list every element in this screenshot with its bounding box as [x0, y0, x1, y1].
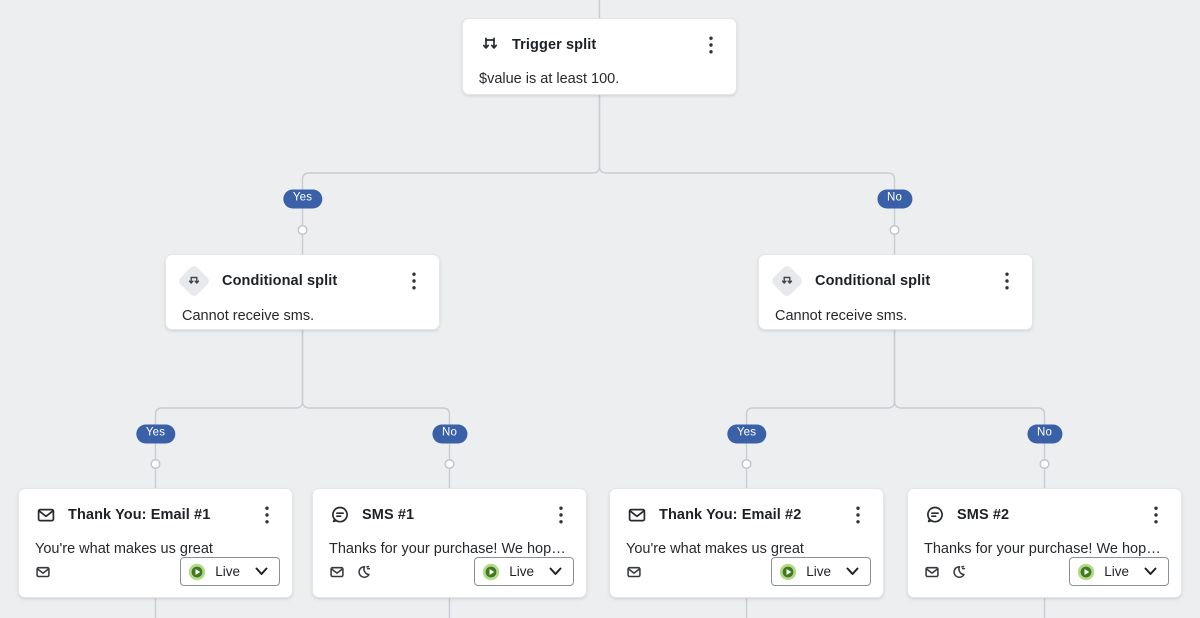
- sms-icon: [329, 505, 351, 525]
- card-preview: Thanks for your purchase! We hope that .…: [329, 541, 586, 557]
- card-description: Cannot receive sms.: [182, 308, 315, 324]
- card-preview: You're what makes us great: [626, 541, 804, 557]
- chevron-down-icon: [1144, 567, 1157, 575]
- chevron-down-icon: [846, 567, 859, 575]
- card-title: Thank You: Email #2: [659, 507, 802, 523]
- card-title: SMS #1: [362, 507, 415, 523]
- kebab-icon: [265, 506, 269, 524]
- node-menu-button[interactable]: [401, 268, 427, 294]
- connector-port[interactable]: [150, 458, 161, 470]
- chevron-down-icon: [255, 567, 268, 575]
- card-title: Trigger split: [512, 37, 597, 53]
- kebab-icon: [1154, 506, 1158, 524]
- trigger-split-card[interactable]: Trigger split $value is at least 100.: [462, 18, 737, 95]
- conditional-split-card-right[interactable]: Conditional split Cannot receive sms.: [758, 254, 1033, 330]
- action-card-sms-2[interactable]: SMS #2 Thanks for your purchase! We hope…: [907, 488, 1182, 598]
- card-preview: You're what makes us great: [35, 541, 213, 557]
- live-status-icon: [780, 563, 797, 580]
- kebab-icon: [709, 36, 713, 54]
- kebab-icon: [412, 272, 416, 290]
- branch-label-yes: Yes: [282, 189, 323, 208]
- card-preview: Thanks for your purchase! We hope that .…: [924, 541, 1181, 557]
- branch-label-no: No: [1026, 424, 1063, 443]
- connector-port[interactable]: [1039, 458, 1050, 470]
- action-card-email-1[interactable]: Thank You: Email #1 You're what makes us…: [18, 488, 293, 598]
- live-status-icon: [189, 563, 206, 580]
- quiet-hours-icon: [358, 565, 371, 578]
- node-menu-button[interactable]: [994, 268, 1020, 294]
- quiet-hours-icon: [953, 565, 966, 578]
- live-status-icon: [483, 563, 500, 580]
- status-label: Live: [509, 564, 534, 579]
- status-label: Live: [1104, 564, 1129, 579]
- node-menu-button[interactable]: [254, 502, 280, 528]
- status-label: Live: [215, 564, 240, 579]
- action-card-sms-1[interactable]: SMS #1 Thanks for your purchase! We hope…: [312, 488, 587, 598]
- status-label: Live: [806, 564, 831, 579]
- card-description: $value is at least 100.: [479, 71, 620, 87]
- trigger-split-icon: [479, 35, 501, 55]
- node-menu-button[interactable]: [1143, 502, 1169, 528]
- email-channel-icon: [627, 566, 641, 577]
- sms-icon: [924, 505, 946, 525]
- branch-label-yes: Yes: [135, 424, 176, 443]
- status-dropdown[interactable]: Live: [474, 557, 574, 586]
- card-title: SMS #2: [957, 507, 1010, 523]
- action-card-email-2[interactable]: Thank You: Email #2 You're what makes us…: [609, 488, 884, 598]
- branch-label-no: No: [431, 424, 468, 443]
- node-menu-button[interactable]: [548, 502, 574, 528]
- status-dropdown[interactable]: Live: [180, 557, 280, 586]
- email-channel-icon: [925, 566, 939, 577]
- status-dropdown[interactable]: Live: [1069, 557, 1169, 586]
- connector-port[interactable]: [444, 458, 455, 470]
- branch-label-no: No: [876, 189, 913, 208]
- email-icon: [35, 505, 57, 525]
- conditional-split-card-left[interactable]: Conditional split Cannot receive sms.: [165, 254, 440, 330]
- status-dropdown[interactable]: Live: [771, 557, 871, 586]
- chevron-down-icon: [549, 567, 562, 575]
- conditional-split-icon: [177, 264, 211, 298]
- conditional-split-icon: [770, 264, 804, 298]
- connector-port[interactable]: [889, 224, 900, 236]
- email-channel-icon: [36, 566, 50, 577]
- kebab-icon: [559, 506, 563, 524]
- kebab-icon: [856, 506, 860, 524]
- card-title: Thank You: Email #1: [68, 507, 211, 523]
- card-description: Cannot receive sms.: [775, 308, 908, 324]
- connector-port[interactable]: [297, 224, 308, 236]
- email-channel-icon: [330, 566, 344, 577]
- card-title: Conditional split: [815, 273, 931, 289]
- card-title: Conditional split: [222, 273, 338, 289]
- connector-port[interactable]: [741, 458, 752, 470]
- branch-label-yes: Yes: [726, 424, 767, 443]
- node-menu-button[interactable]: [698, 32, 724, 58]
- email-icon: [626, 505, 648, 525]
- live-status-icon: [1078, 563, 1095, 580]
- node-menu-button[interactable]: [845, 502, 871, 528]
- kebab-icon: [1005, 272, 1009, 290]
